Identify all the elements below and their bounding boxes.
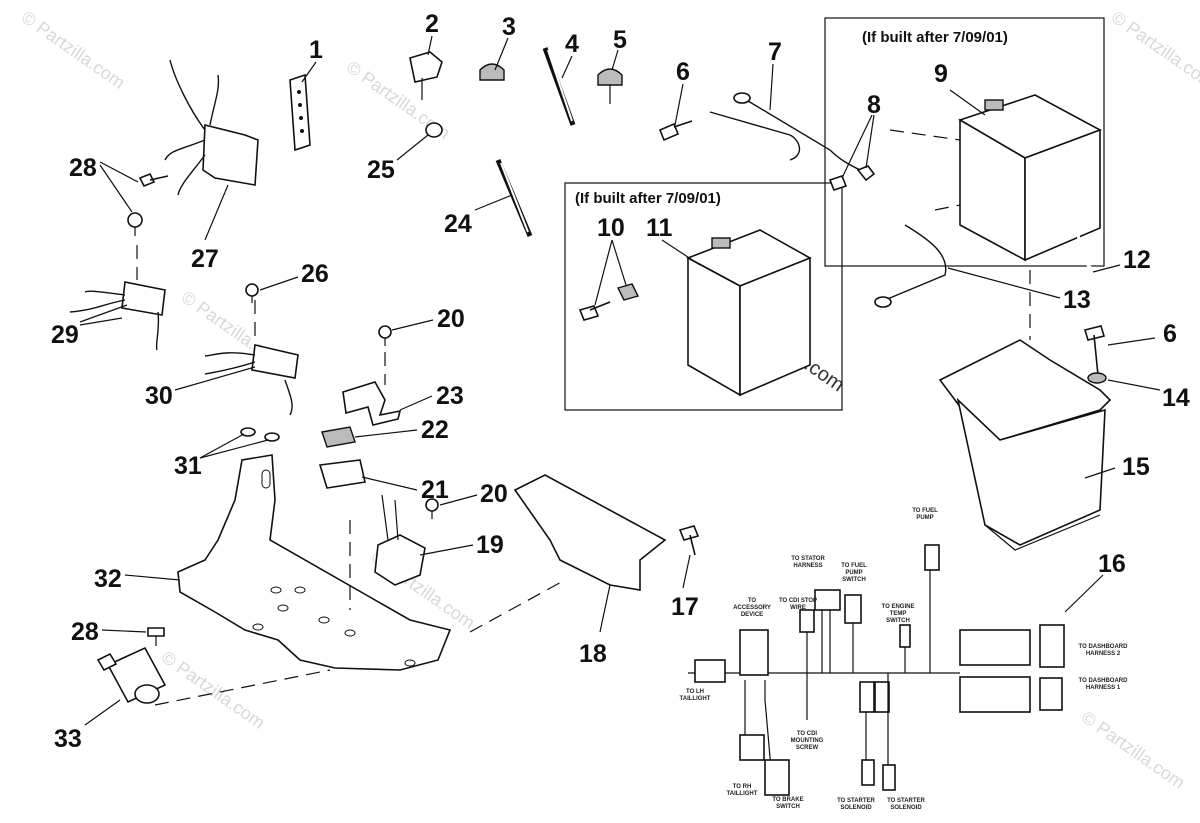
- part-30-module: [251, 344, 299, 379]
- part-17-bolt: [678, 525, 700, 556]
- part-21-relay: [318, 459, 366, 489]
- part-10-nut: [616, 283, 640, 301]
- callout-19: 19: [476, 531, 504, 559]
- watermark: © Partzilla.com: [1108, 7, 1200, 93]
- callout-8: 8: [867, 91, 881, 119]
- part-2-clip: [409, 51, 443, 83]
- callout-18: 18: [579, 640, 607, 668]
- callout-3: 3: [502, 13, 516, 41]
- harness-label: TO FUEL PUMP: [912, 508, 938, 521]
- part-7-cable: [737, 94, 861, 171]
- part-15-battery-box: [938, 339, 1112, 551]
- part-8-bolt: [828, 175, 848, 191]
- harness-label: TO LH TAILLIGHT: [679, 689, 711, 702]
- harness-label: TO CDI MOUNTING SCREW: [790, 731, 824, 751]
- callout-14: 14: [1162, 384, 1190, 412]
- callouts: 1 2 3 4 5 6 7 8 9 10 11 12 13 6 14 15 16…: [51, 10, 1190, 753]
- callout-28: 28: [69, 154, 97, 182]
- callout-31: 31: [174, 452, 202, 480]
- callout-5: 5: [613, 26, 627, 54]
- callout-32: 32: [94, 565, 122, 593]
- callout-27: 27: [191, 245, 219, 273]
- callout-13: 13: [1063, 286, 1091, 314]
- part-8-nut: [856, 165, 876, 182]
- harness-label: TO STARTER SOLENOID: [837, 798, 875, 811]
- part-1-plate: [289, 73, 311, 152]
- callout-29: 29: [51, 321, 79, 349]
- harness-label: TO ENGINE TEMP SWITCH: [881, 604, 915, 624]
- callout-24: 24: [444, 210, 472, 238]
- part-16-wiring-harness: [688, 544, 1065, 796]
- part-31-washer: [240, 427, 256, 437]
- part-29-module: [121, 281, 166, 316]
- callout-20-b: 20: [480, 480, 508, 508]
- callout-15: 15: [1122, 453, 1150, 481]
- part-9-battery: [958, 94, 1102, 262]
- part-3-clip: [479, 63, 505, 81]
- callout-25: 25: [367, 156, 395, 184]
- harness-label: TO FUEL PUMP SWITCH: [841, 563, 867, 583]
- part-6-bolt: [1083, 325, 1106, 376]
- callout-16: 16: [1098, 550, 1126, 578]
- callout-9: 9: [934, 60, 948, 88]
- part-20-bolt: [378, 325, 392, 339]
- callout-7: 7: [768, 38, 782, 66]
- variant-box-title: (If built after 7/09/01): [862, 29, 1008, 46]
- callout-20: 20: [437, 305, 465, 333]
- harness-label: TO RH TAILLIGHT: [726, 784, 758, 797]
- callout-11: 11: [646, 214, 673, 242]
- part-5-clip: [597, 68, 623, 86]
- part-33-coil: [96, 646, 167, 704]
- part-27-module: [202, 123, 259, 186]
- harness-label: TO ACCESSORY DEVICE: [733, 598, 771, 618]
- callout-23: 23: [436, 382, 464, 410]
- callout-6-b: 6: [1163, 320, 1177, 348]
- part-28-bolts: [127, 172, 169, 646]
- callout-28-b: 28: [71, 618, 99, 646]
- part-25-clip: [425, 122, 443, 138]
- callout-26: 26: [301, 260, 329, 288]
- part-26-bolt: [245, 283, 259, 297]
- callout-10: 10: [597, 214, 625, 242]
- harness-label: TO DASHBOARD HARNESS 2: [1078, 644, 1128, 657]
- callout-12: 12: [1123, 246, 1151, 274]
- harness-label: TO BRAKE SWITCH: [772, 797, 804, 810]
- callout-22: 22: [421, 416, 449, 444]
- part-13-cable: [884, 224, 947, 301]
- callout-2: 2: [425, 10, 439, 38]
- watermark: © Partzilla.com: [1078, 707, 1189, 793]
- callout-4: 4: [565, 30, 579, 58]
- variant-box-title: (If built after 7/09/01): [575, 190, 721, 207]
- harness-label: TO DASHBOARD HARNESS 1: [1078, 678, 1128, 691]
- part-14-washer: [1087, 372, 1107, 384]
- watermark: © Partzilla.com: [158, 647, 269, 733]
- part-32-bracket: [177, 454, 452, 671]
- part-19-solenoid: [374, 494, 426, 586]
- watermark: © Partzilla.com: [18, 7, 129, 93]
- part-11-battery: [686, 229, 812, 397]
- part-6-bolt: [658, 120, 693, 142]
- leader-lines: [79, 35, 1161, 726]
- harness-label: TO CDI STOP WIRE: [778, 598, 818, 611]
- harness-label: TO STATOR HARNESS: [791, 556, 825, 569]
- variant-box-battery-11: [564, 182, 843, 411]
- callout-21: 21: [421, 476, 449, 504]
- callout-1: 1: [309, 36, 323, 64]
- callout-17: 17: [671, 593, 699, 621]
- callout-6: 6: [676, 58, 690, 86]
- part-23-bracket: [342, 381, 402, 426]
- part-18-cover: [513, 474, 667, 591]
- part-22-pad: [321, 426, 356, 448]
- harness-label: TO STARTER SOLENOID: [887, 798, 925, 811]
- part-10-bolt: [578, 301, 611, 321]
- variant-box-battery-9: [824, 17, 1105, 267]
- part-31-washer: [264, 432, 280, 442]
- callout-30: 30: [145, 382, 173, 410]
- callout-33: 33: [54, 725, 82, 753]
